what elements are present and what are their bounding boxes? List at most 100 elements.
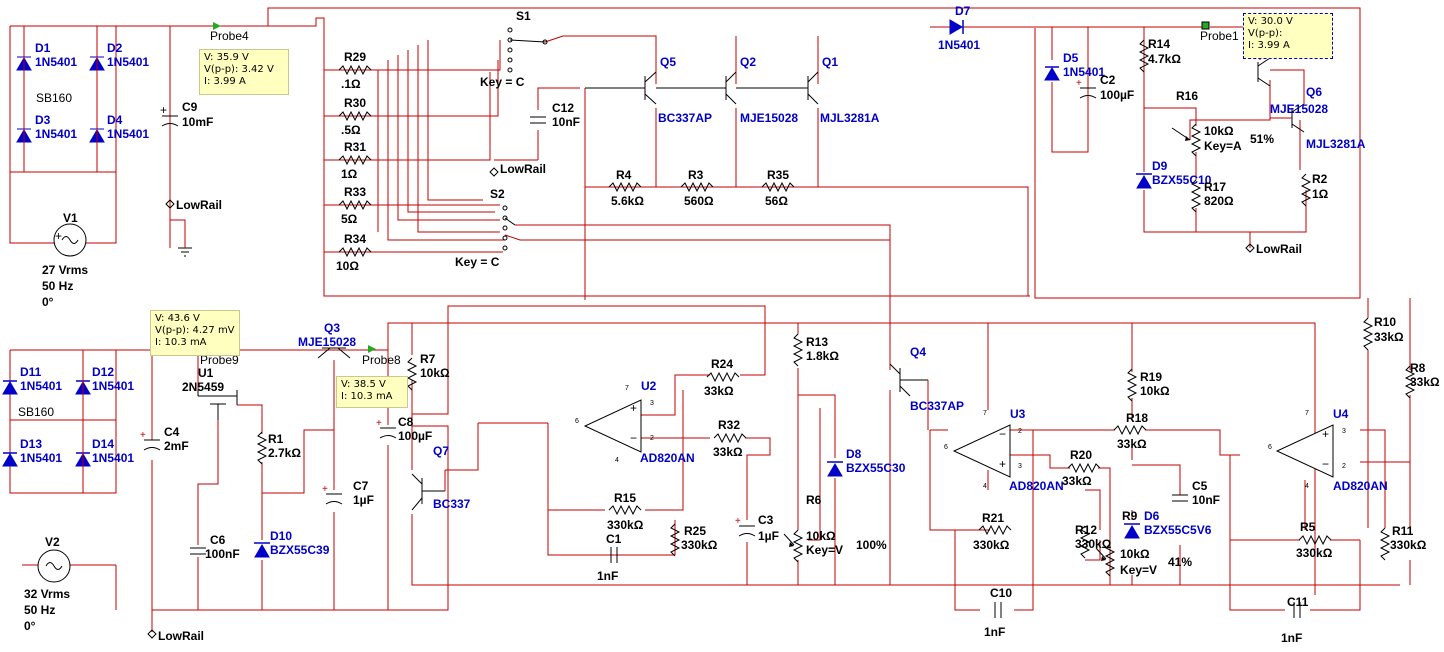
r11-ref: R11: [1392, 524, 1414, 538]
transistor-q3: Q3 MJE15028: [298, 321, 356, 430]
c5-value: 10nF: [1192, 493, 1220, 507]
d4-value: 1N5401: [107, 127, 149, 141]
c8-ref: C8: [398, 415, 414, 429]
probe8-marker: Probe8: [362, 345, 401, 367]
diode-d8: D8 BZX55C30: [827, 447, 906, 477]
svg-text:+: +: [376, 418, 382, 429]
c2-ref: C2: [1100, 73, 1116, 87]
c6-value: 100nF: [205, 547, 240, 561]
r29-ref: R29: [344, 50, 366, 64]
r13-value: 1.8kΩ: [806, 349, 839, 363]
resistor-r24: R24 33kΩ: [704, 357, 740, 398]
resistor-r1: R1 2.7kΩ: [257, 431, 301, 465]
r16-pct: 51%: [1250, 132, 1274, 146]
probe4-readout[interactable]: V: 35.9 V V(p-p): 3.42 V I: 3.99 A: [199, 49, 289, 95]
svg-text:4: 4: [1305, 483, 1309, 490]
bridge-rectifier-2: D11 1N5401 D12 1N5401 SB160 D13 1N5401 D…: [2, 350, 134, 493]
r10-value: 33kΩ: [1374, 330, 1404, 344]
resistor-r21: R21 330kΩ: [973, 511, 1012, 552]
u4-value: AD820AN: [1333, 479, 1388, 493]
probe4-marker: Probe4: [210, 22, 249, 43]
r7-ref: R7: [420, 352, 436, 366]
lowrail-3: LowRail: [1245, 242, 1302, 256]
d7-ref: D7: [955, 4, 971, 18]
s2-key: Key = C: [455, 255, 500, 269]
r9-key: Key=V: [1120, 563, 1157, 577]
r32-value: 33kΩ: [713, 445, 743, 459]
d14-ref: D14: [92, 437, 114, 451]
d1-value: 1N5401: [35, 55, 77, 69]
resistor-r13: R13 1.8kΩ: [793, 333, 839, 367]
probe8-line1: V: 38.5 V: [341, 379, 386, 390]
potentiometer-r9[interactable]: R9 10kΩ Key=V 41%: [1095, 509, 1192, 577]
r30-value: .5Ω: [341, 123, 361, 137]
potentiometer-r6[interactable]: R6 10kΩ Key=V 100%: [783, 493, 887, 563]
c3-ref: C3: [758, 513, 774, 527]
svg-text:6: 6: [944, 444, 948, 451]
diode-d9: D9 BZX55C10: [1136, 159, 1212, 189]
capacitor-c6: C6 100nF: [190, 533, 240, 561]
probe1-line1: V: 30.0 V: [1248, 16, 1293, 27]
d1-ref: D1: [35, 41, 51, 55]
capacitor-c11: C11 1nF: [1281, 595, 1309, 645]
switch-s2[interactable]: S2 Key = C: [455, 187, 516, 269]
q4-value: BC337AP: [910, 399, 964, 413]
svg-text:3: 3: [1018, 463, 1022, 470]
r35-ref: R35: [767, 168, 789, 182]
r2-value: 1Ω: [1312, 187, 1329, 201]
lowrail-3-label: LowRail: [1256, 242, 1302, 256]
svg-text:4: 4: [615, 457, 619, 464]
potentiometer-r16[interactable]: R16 10kΩ Key=A 51%: [1171, 89, 1274, 157]
resistor-r20: R20 33kΩ: [1062, 448, 1101, 488]
svg-text:6: 6: [1268, 444, 1272, 451]
v2-line2: 50 Hz: [24, 603, 55, 617]
r25-value: 330kΩ: [681, 538, 718, 552]
c9-label: C9: [182, 100, 198, 114]
v2-line1: 32 Vrms: [24, 587, 70, 601]
d11-ref: D11: [20, 365, 42, 379]
r33-ref: R33: [344, 185, 366, 199]
r6-key: Key=V: [806, 543, 843, 557]
q5-ref: Q5: [660, 55, 676, 69]
s2-ref: S2: [490, 187, 505, 201]
r17-value: 820Ω: [1204, 194, 1234, 208]
s1-key: Key = C: [480, 75, 525, 89]
svg-text:−: −: [630, 431, 637, 445]
r25-ref: R25: [684, 524, 706, 538]
resistor-r11: R11 330kΩ: [1380, 524, 1427, 561]
q2-value: MJE15028: [740, 111, 798, 125]
resistor-r32: R32 33kΩ: [713, 418, 747, 459]
svg-text:+: +: [55, 229, 62, 243]
diode-d5: D5 1N5401: [1044, 51, 1105, 81]
r30-ref: R30: [344, 96, 366, 110]
d8-value: BZX55C30: [846, 461, 906, 475]
resistor-r25: R25 330kΩ: [670, 523, 718, 557]
svg-text:7: 7: [1305, 410, 1309, 417]
v1-line1: 27 Vrms: [42, 263, 88, 277]
r6-value: 10kΩ: [806, 529, 836, 543]
r20-value: 33kΩ: [1062, 474, 1092, 488]
u2-value: AD820AN: [640, 451, 695, 465]
probe9-line2: V(p-p): 4.27 mV: [155, 325, 235, 336]
d10-ref: D10: [270, 529, 292, 543]
resistor-r2: R2 1Ω: [1301, 172, 1329, 207]
d5-ref: D5: [1063, 51, 1079, 65]
probe1-readout[interactable]: V: 30.0 V V(p-p): I: 3.99 A: [1243, 13, 1333, 59]
svg-text:+: +: [1076, 78, 1082, 89]
c12-value: 10nF: [552, 115, 580, 129]
svg-text:2: 2: [1342, 463, 1346, 470]
probe1-label: Probe1: [1200, 29, 1239, 43]
c1-value: 1nF: [597, 569, 618, 583]
svg-text:3: 3: [650, 400, 654, 407]
lowrail-1-label: LowRail: [176, 198, 222, 212]
capacitor-c12: C12 10nF LowRail: [489, 101, 580, 177]
r16-key: Key=A: [1204, 139, 1242, 153]
probe8-readout[interactable]: V: 38.5 V I: 10.3 mA: [336, 376, 408, 408]
switch-s1[interactable]: S1 Key = C: [480, 9, 548, 89]
c8-value: 100µF: [398, 429, 432, 443]
probe9-readout[interactable]: V: 43.6 V V(p-p): 4.27 mV I: 10.3 mA: [150, 310, 240, 356]
resistor-r12: R12 330kΩ: [1075, 523, 1112, 559]
r3-value: 560Ω: [684, 194, 714, 208]
